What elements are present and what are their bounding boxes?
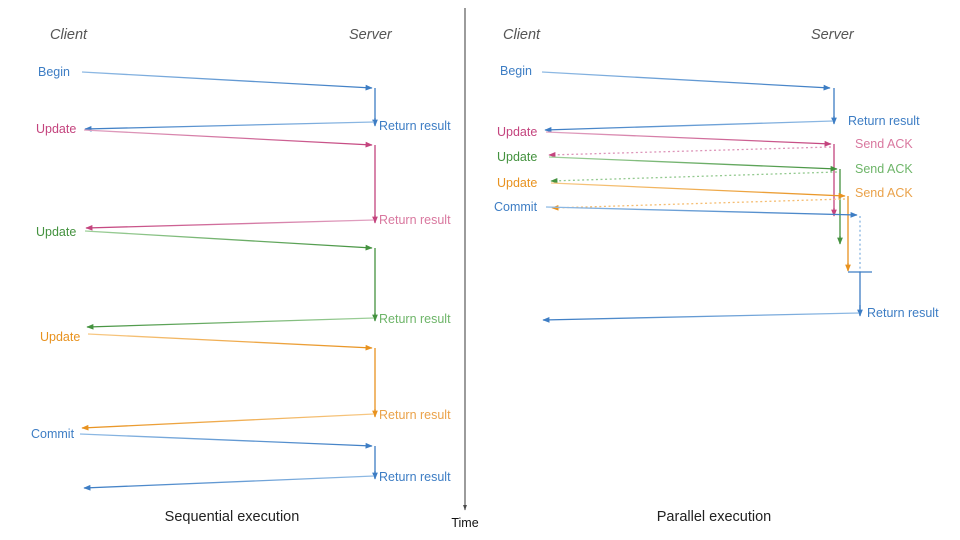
time-axis-group: Time	[451, 8, 479, 530]
right-msg-commit: Commit	[494, 200, 872, 317]
left-label-commit: Commit	[31, 427, 75, 441]
left-label-update-green: Update	[36, 225, 76, 239]
right-label-update-pink: Update	[497, 125, 537, 139]
right-arrow-ack-green	[550, 171, 838, 184]
right-arrow-return-2	[542, 312, 860, 323]
left-arrow-update-pink	[83, 129, 373, 148]
right-label-ack-orange: Send ACK	[855, 186, 913, 200]
left-panel-caption: Sequential execution	[165, 509, 300, 525]
left-msg-update-orange: Update	[40, 330, 376, 414]
left-arrow-return-3	[86, 317, 375, 330]
right-msg-ack-orange: Send ACK	[551, 186, 913, 211]
right-msg-update-green: Update	[497, 150, 843, 245]
right-label-update-green: Update	[497, 150, 537, 164]
left-arrow-begin	[81, 71, 373, 91]
left-label-update-orange: Update	[40, 330, 80, 344]
right-label-return-2: Return result	[867, 306, 939, 320]
right-msg-update-orange: Update	[497, 176, 851, 272]
left-panel: Client Server Begin Return result Update…	[31, 27, 451, 525]
right-server-lane-header: Server	[811, 27, 855, 43]
right-label-return-1: Return result	[848, 114, 920, 128]
left-msg-return-5: Return result	[83, 470, 451, 491]
right-msg-ack-green: Send ACK	[550, 162, 913, 184]
right-arrow-update-orange	[550, 182, 846, 199]
right-msg-ack-pink: Send ACK	[548, 137, 913, 158]
right-msg-return-1: Return result	[544, 114, 920, 133]
left-msg-return-4: Return result	[81, 408, 451, 431]
left-server-lane-header: Server	[349, 27, 393, 43]
left-msg-begin: Begin	[38, 65, 376, 122]
right-arrow-ack-orange	[551, 198, 846, 211]
right-arrow-commit	[545, 206, 858, 218]
right-label-begin: Begin	[500, 64, 532, 78]
right-label-commit: Commit	[494, 200, 538, 214]
left-arrow-commit	[79, 433, 373, 449]
right-arrow-begin	[541, 71, 831, 91]
right-client-lane-header: Client	[503, 27, 541, 43]
left-label-return-5: Return result	[379, 470, 451, 484]
right-arrow-return-1	[544, 120, 834, 133]
right-panel: Client Server Begin Return result Update…	[494, 27, 939, 525]
right-panel-caption: Parallel execution	[657, 509, 771, 525]
right-label-ack-pink: Send ACK	[855, 137, 913, 151]
left-msg-update-pink: Update	[36, 122, 376, 220]
left-label-update-pink: Update	[36, 122, 76, 136]
left-arrow-return-1	[84, 121, 375, 132]
left-msg-return-2: Return result	[85, 213, 451, 231]
left-label-begin: Begin	[38, 65, 70, 79]
left-msg-update-green: Update	[36, 225, 376, 318]
left-client-lane-header: Client	[50, 27, 88, 43]
left-arrow-update-green	[84, 230, 373, 251]
left-arrow-return-5	[83, 475, 375, 491]
right-msg-return-2: Return result	[542, 306, 939, 323]
right-msg-begin: Begin	[500, 64, 835, 121]
right-arrow-update-green	[548, 156, 838, 172]
right-label-update-orange: Update	[497, 176, 537, 190]
right-arrow-ack-pink	[548, 146, 832, 158]
right-arrow-update-pink	[545, 131, 832, 147]
left-label-return-3: Return result	[379, 312, 451, 326]
left-msg-commit: Commit	[31, 427, 376, 476]
left-label-return-4: Return result	[379, 408, 451, 422]
left-msg-return-1: Return result	[84, 118, 451, 133]
left-arrow-update-orange	[87, 333, 373, 351]
time-axis-label: Time	[451, 516, 478, 530]
right-msg-update-pink: Update	[497, 125, 837, 217]
left-msg-return-3: Return result	[86, 312, 451, 330]
left-label-return-2: Return result	[379, 213, 451, 227]
left-arrow-return-2	[85, 219, 375, 231]
right-label-ack-green: Send ACK	[855, 162, 913, 176]
left-label-return-1: Return result	[379, 119, 451, 133]
left-arrow-return-4	[81, 413, 375, 431]
